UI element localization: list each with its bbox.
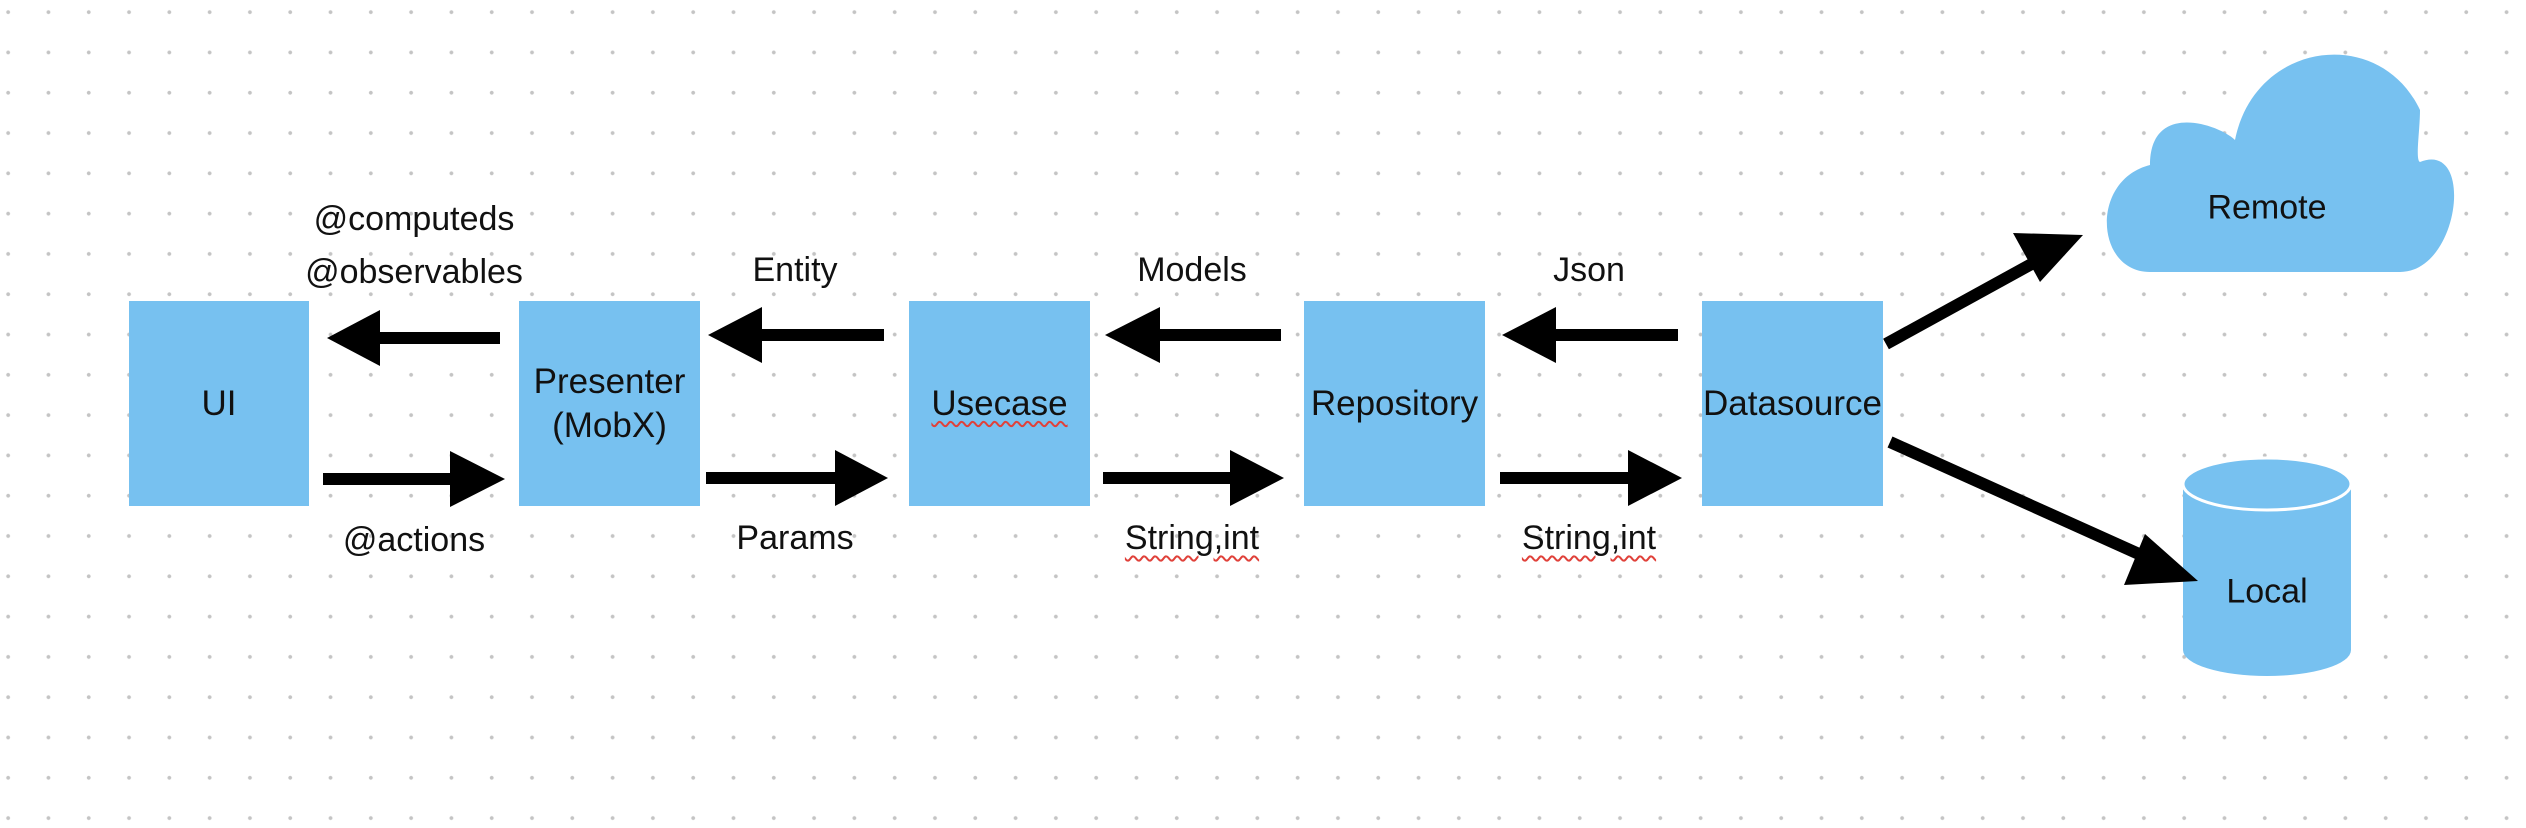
- arrow-ui-to-presenter: [323, 451, 505, 507]
- presenter-node-label: Presenter (MobX): [533, 361, 686, 445]
- label-json: Json: [1553, 251, 1625, 289]
- label-computeds: @computeds: [313, 200, 515, 238]
- database-cylinder-icon[interactable]: [2181, 456, 2353, 676]
- usecase-node[interactable]: Usecase: [909, 301, 1090, 506]
- label-repository-to-datasource: String,int: [1521, 519, 1657, 557]
- arrow-presenter-to-usecase: [706, 450, 888, 506]
- datasource-node[interactable]: Datasource: [1702, 301, 1883, 506]
- repository-node-label: Repository: [1310, 383, 1479, 423]
- ui-node-label: UI: [201, 383, 237, 423]
- arrow-repository-to-datasource: [1500, 450, 1682, 506]
- arrow-presenter-to-ui: [327, 310, 500, 366]
- presenter-node[interactable]: Presenter (MobX): [519, 301, 700, 506]
- ui-node[interactable]: UI: [129, 301, 309, 506]
- label-usecase-to-repository: String,int: [1124, 519, 1260, 557]
- label-observables: @observables: [305, 253, 523, 291]
- arrow-usecase-to-repository: [1103, 450, 1284, 506]
- label-models: Models: [1137, 251, 1247, 289]
- arrow-datasource-to-remote: [1883, 233, 2083, 350]
- label-entity: Entity: [752, 251, 838, 289]
- datasource-node-label: Datasource: [1703, 383, 1882, 423]
- label-actions: @actions: [342, 521, 486, 559]
- arrow-datasource-to-local: [1887, 436, 2198, 585]
- repository-node[interactable]: Repository: [1304, 301, 1485, 506]
- local-label: Local: [2226, 572, 2308, 611]
- cloud-icon[interactable]: [2106, 54, 2455, 272]
- remote-label: Remote: [2207, 188, 2327, 227]
- arrow-datasource-to-repository: [1502, 307, 1678, 363]
- arrow-repository-to-usecase: [1105, 307, 1281, 363]
- label-params: Params: [736, 519, 854, 557]
- arrow-usecase-to-presenter: [708, 307, 884, 363]
- usecase-node-label: Usecase: [931, 383, 1068, 423]
